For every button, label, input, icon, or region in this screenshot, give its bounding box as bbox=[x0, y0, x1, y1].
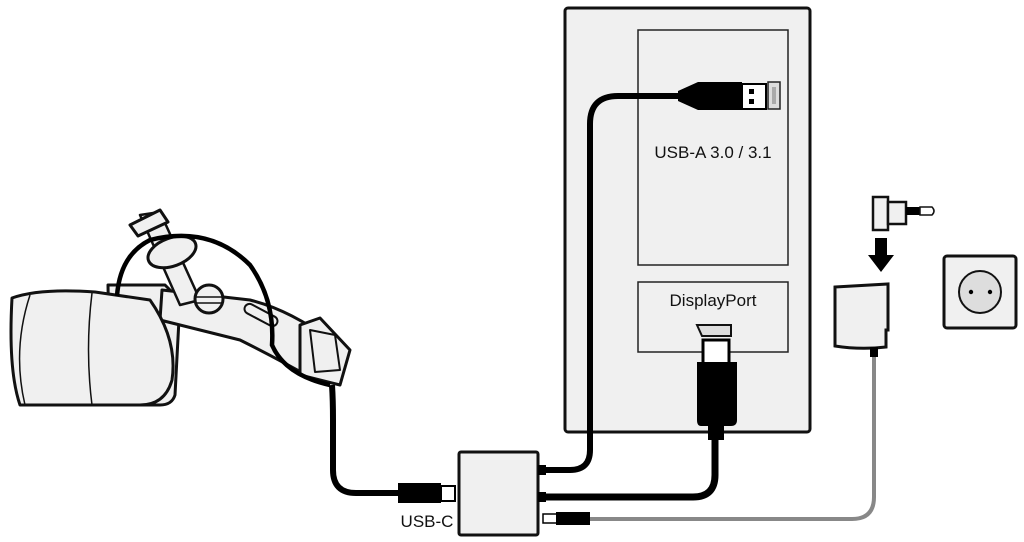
arrow-down-icon bbox=[868, 238, 894, 272]
power-adapter bbox=[833, 282, 890, 350]
usb-a-label: USB-A 3.0 / 3.1 bbox=[654, 143, 771, 162]
headset-cable bbox=[114, 233, 331, 388]
usb-c-label: USB-C bbox=[401, 512, 454, 531]
displayport-port bbox=[695, 324, 732, 337]
usb-a-cable bbox=[540, 93, 682, 473]
dc-plug bbox=[542, 512, 590, 525]
usb-c-plug bbox=[398, 483, 456, 503]
usb-a-plug bbox=[678, 82, 767, 110]
usb-c-cable bbox=[329, 384, 400, 496]
vr-headset bbox=[9, 208, 352, 407]
wall-socket bbox=[942, 254, 1018, 330]
displayport-cable bbox=[540, 430, 719, 501]
power-cable bbox=[590, 350, 876, 521]
usb-panel bbox=[637, 29, 789, 266]
displayport-plug bbox=[697, 338, 737, 440]
link-box-hub bbox=[457, 450, 540, 537]
plug-adapter bbox=[871, 195, 935, 232]
displayport-label: DisplayPort bbox=[670, 291, 757, 310]
pc-tower: USB-A 3.0 / 3.1 DisplayPort bbox=[563, 6, 812, 434]
